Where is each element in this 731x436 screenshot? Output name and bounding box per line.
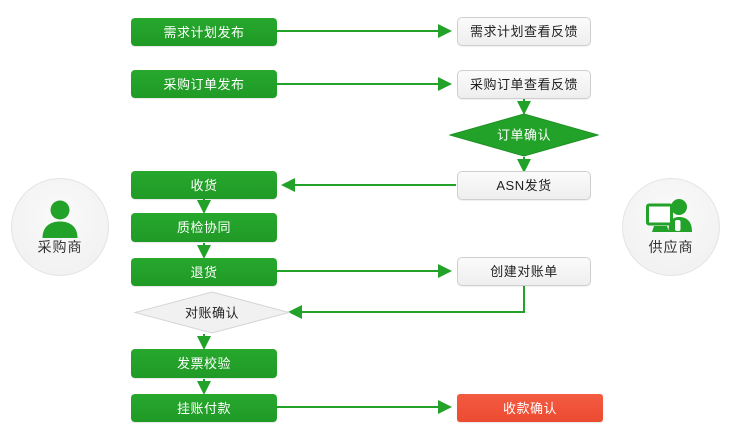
node-label: 订单确认 — [496, 127, 551, 143]
node-quality-collab[interactable]: 质检协同 — [131, 213, 277, 242]
node-po-review[interactable]: 采购订单查看反馈 — [457, 70, 591, 99]
node-label: 质检协同 — [176, 220, 231, 235]
node-label: 采购订单查看反馈 — [469, 77, 578, 92]
edge-create-statement-to-statement-confirm — [288, 285, 525, 319]
node-payable-payment[interactable]: 挂账付款 — [131, 394, 277, 422]
node-label: 发票校验 — [176, 356, 231, 371]
node-label: 对账确认 — [184, 305, 239, 320]
actor-supplier[interactable]: 供应商 — [622, 178, 720, 276]
node-label: 收货 — [190, 177, 218, 193]
node-goods-receipt[interactable]: 收货 — [131, 171, 277, 199]
node-create-statement[interactable]: 创建对账单 — [457, 257, 591, 286]
node-demand-plan-review[interactable]: 需求计划查看反馈 — [457, 17, 591, 46]
node-receipt-confirm[interactable]: 收款确认 — [457, 394, 603, 422]
node-label: ASN发货 — [496, 178, 552, 193]
actor-supplier-label: 供应商 — [648, 239, 694, 255]
actor-buyer[interactable]: 采购商 — [11, 178, 109, 276]
node-label: 创建对账单 — [490, 264, 558, 279]
node-label: 采购订单发布 — [163, 76, 245, 92]
actor-buyer-label: 采购商 — [37, 239, 83, 255]
node-asn-shipment[interactable]: ASN发货 — [457, 171, 591, 200]
user-icon — [12, 195, 108, 243]
node-label: 退货 — [190, 264, 218, 280]
node-label: 挂账付款 — [176, 400, 231, 416]
node-po-publish[interactable]: 采购订单发布 — [131, 70, 277, 98]
node-order-confirm[interactable]: 订单确认 — [449, 113, 599, 157]
diamond-shape — [134, 291, 290, 334]
node-statement-confirm[interactable]: 对账确认 — [134, 291, 290, 334]
node-invoice-check[interactable]: 发票校验 — [131, 349, 277, 378]
node-label: 收款确认 — [502, 400, 557, 416]
node-label: 需求计划查看反馈 — [469, 24, 578, 39]
user-computer-icon — [623, 195, 719, 243]
node-return-goods[interactable]: 退货 — [131, 258, 277, 286]
diamond-shape — [449, 113, 599, 157]
node-demand-plan-publish[interactable]: 需求计划发布 — [131, 18, 277, 46]
node-label: 需求计划发布 — [163, 24, 245, 40]
